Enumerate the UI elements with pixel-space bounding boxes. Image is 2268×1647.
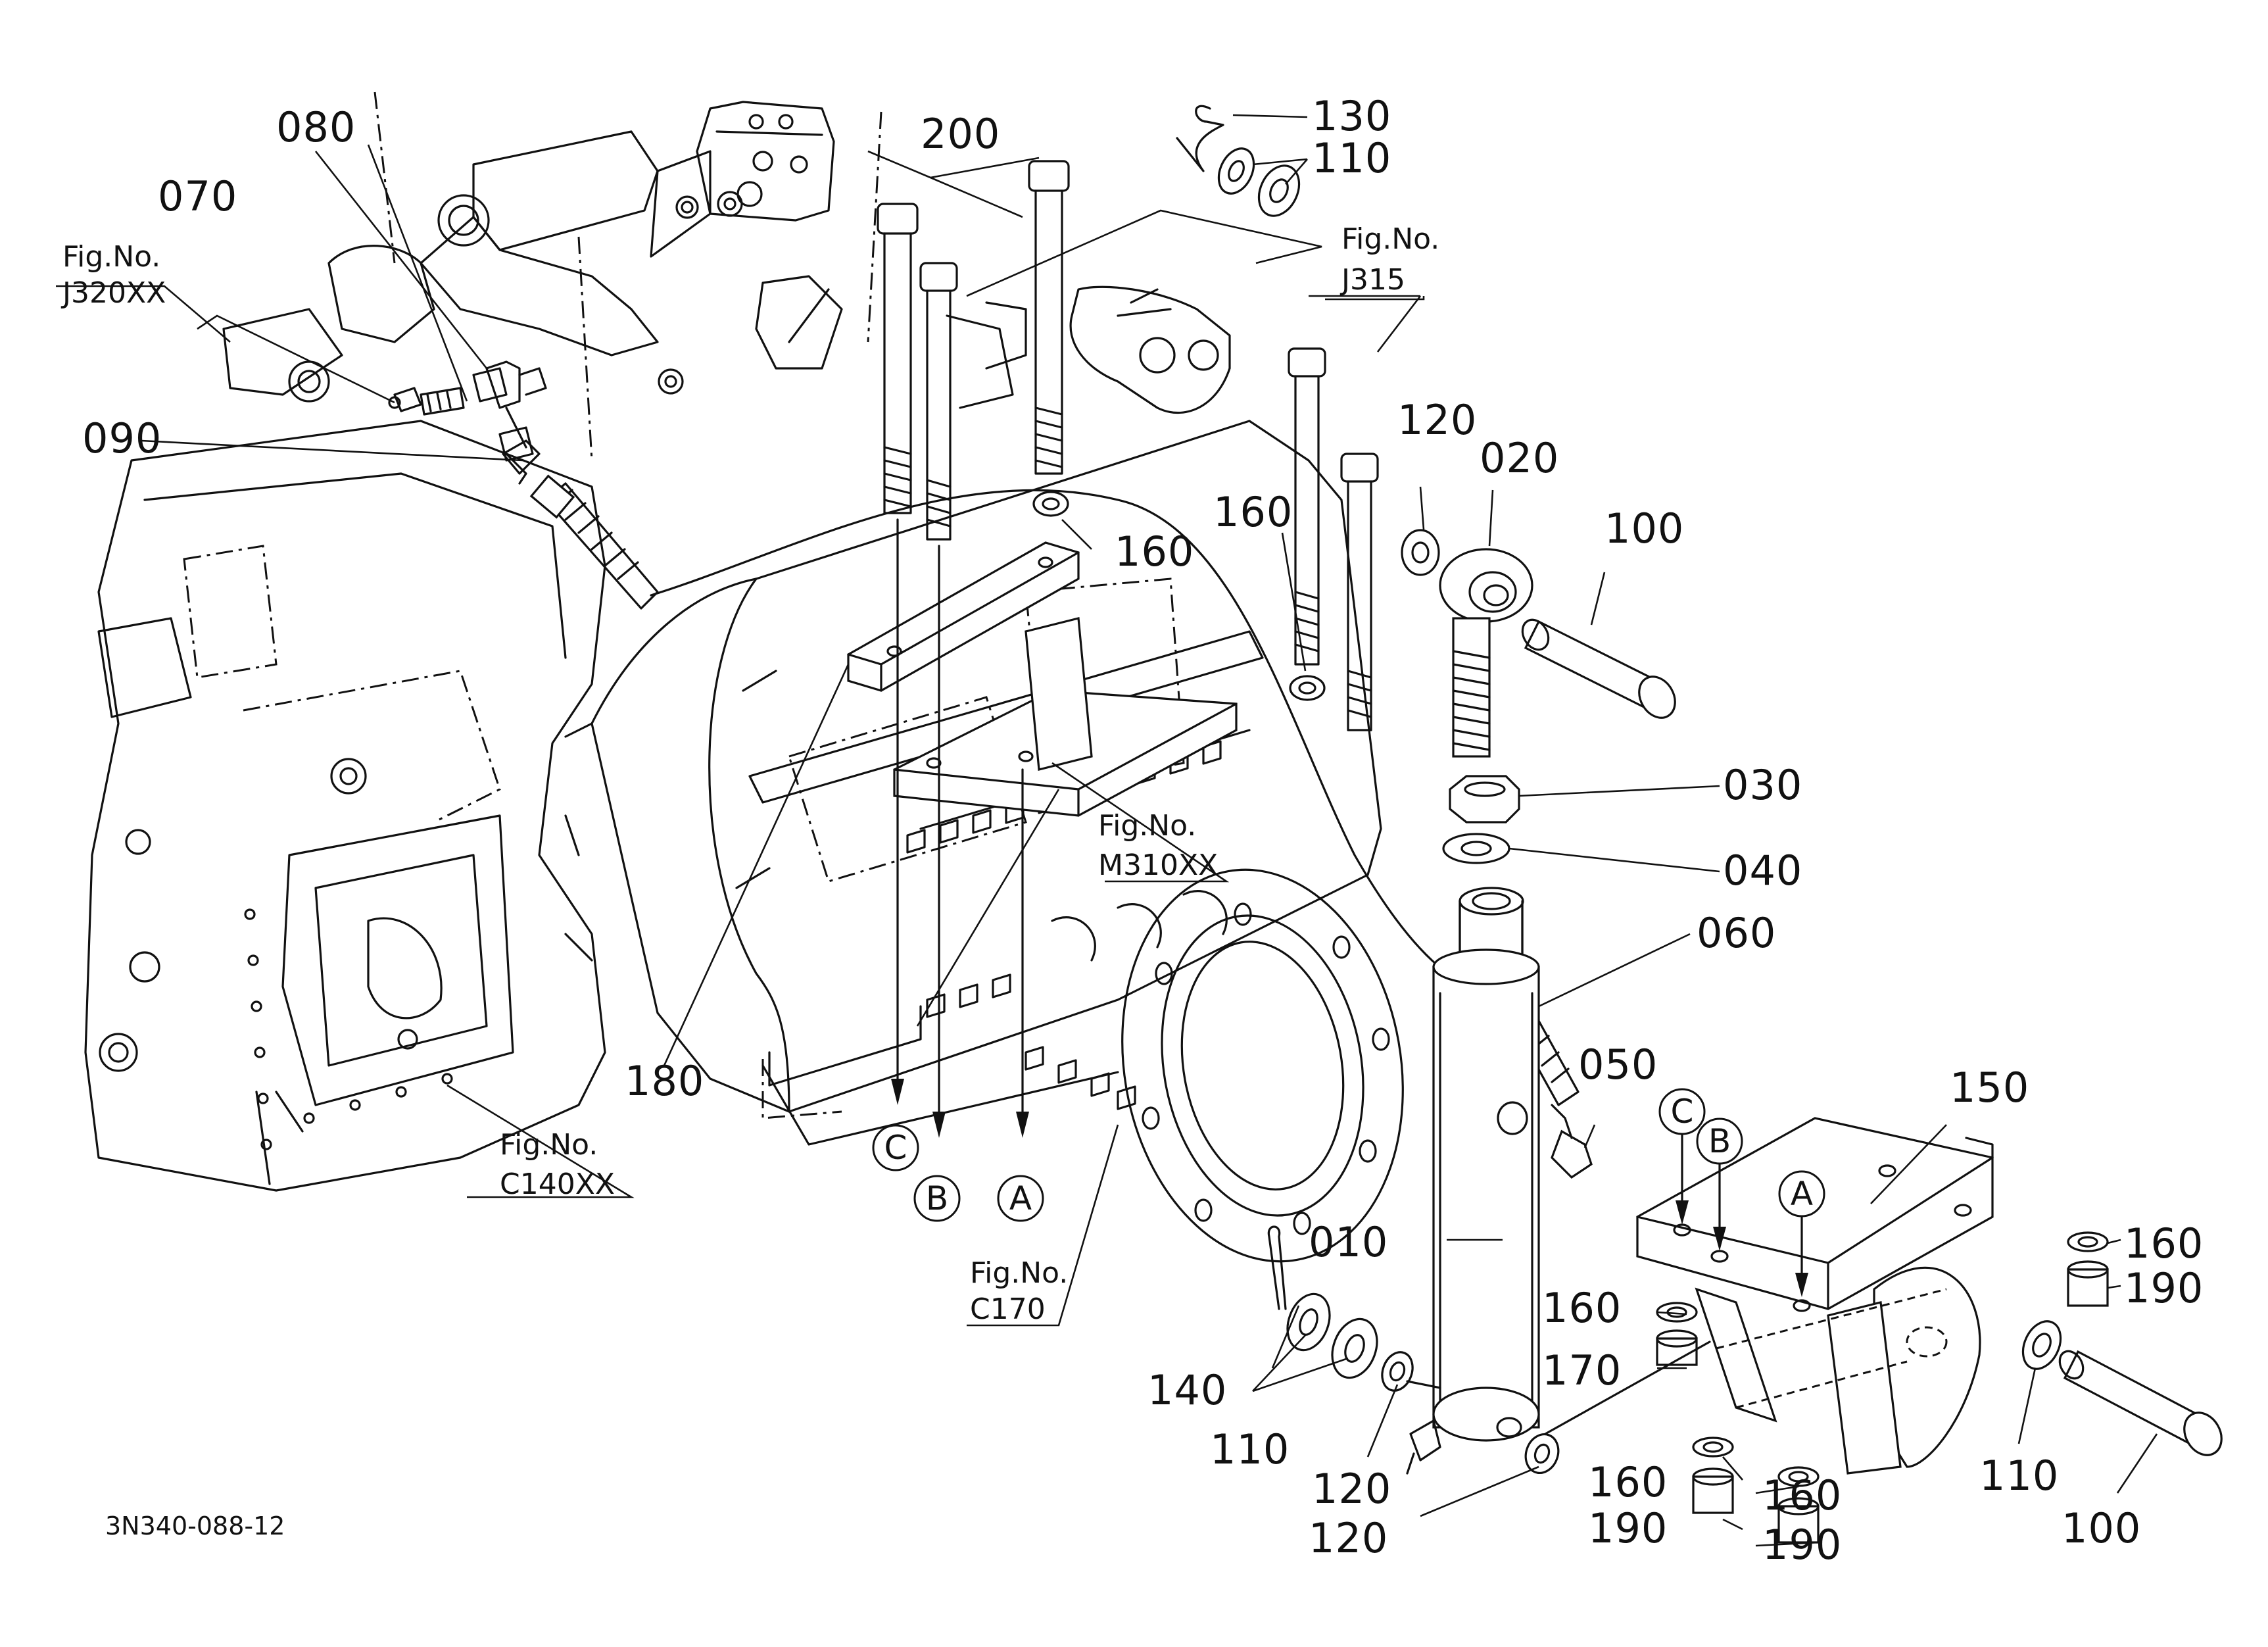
label-160-bottom-right: 160: [1762, 1471, 1842, 1519]
label-130: 130: [1312, 92, 1391, 140]
reference-markers: C B A C B A: [872, 1088, 1825, 1222]
svg-text:B: B: [926, 1179, 948, 1217]
snap-pin-130: [1176, 105, 1224, 172]
label-190-bottom-left: 190: [1588, 1504, 1668, 1552]
label-090: 090: [82, 414, 162, 462]
axle-flange-holes: [1142, 902, 1390, 1235]
cotter-pin-140: [1267, 1225, 1287, 1310]
label-020: 020: [1480, 434, 1559, 482]
label-160-bottom-left: 160: [1588, 1458, 1668, 1506]
label-200: 200: [921, 110, 1000, 158]
washer-120-mid: [1381, 1351, 1414, 1392]
figref-c140xx-line1: Fig.No.: [500, 1128, 598, 1162]
label-120-lower: 120: [1309, 1514, 1388, 1562]
drawing-code: 3N340-088-12: [105, 1512, 285, 1540]
washer-160-mid: [1289, 675, 1326, 701]
marker-right-a: [1778, 1170, 1825, 1217]
label-010: 010: [1309, 1218, 1388, 1266]
figref-j315-line2: J315: [1339, 263, 1405, 297]
flange-bolt-holes: [244, 908, 453, 1150]
svg-text:C: C: [884, 1129, 907, 1167]
figure-ref-lines: [56, 285, 1425, 1327]
marker-left-a: [997, 1175, 1044, 1222]
label-180: 180: [625, 1057, 704, 1105]
marker-left-b: [913, 1175, 961, 1222]
nut-030: [1449, 775, 1520, 823]
washers-110-top: [1217, 147, 1301, 217]
grease-fitting-050: [1551, 1104, 1593, 1179]
figref-c170-line2: C170: [970, 1292, 1046, 1326]
pin-axis-lines: [1406, 1340, 1711, 1435]
figref-m310xx-line2: M310XX: [1098, 848, 1218, 882]
label-160-side: 160: [1213, 488, 1293, 536]
drop-lines-left: [891, 518, 1029, 1138]
figref-m310xx-line1: Fig.No.: [1098, 809, 1196, 843]
label-160-right-top: 160: [2124, 1219, 2204, 1267]
bracket-130-110: [966, 209, 1322, 297]
cylinder-010: [1406, 887, 1540, 1475]
figref-j320xx-line2: J320XX: [60, 276, 166, 310]
label-110-left: 110: [1210, 1425, 1290, 1473]
label-030: 030: [1723, 761, 1802, 809]
marker-left-c: [872, 1124, 919, 1171]
label-070: 070: [158, 172, 237, 220]
washer-040: [1442, 833, 1510, 864]
figure-references: Fig.No. J320XX Fig.No. J315 Fig.No. M310…: [60, 222, 1439, 1326]
bolts-160-side: [1288, 347, 1379, 731]
bolts-200: [877, 160, 1070, 541]
washers-110-left: [1286, 1292, 1378, 1379]
label-190-right: 190: [2124, 1264, 2204, 1312]
label-160-bolt: 160: [1115, 528, 1194, 576]
figref-j320xx-line1: Fig.No.: [62, 240, 160, 274]
label-140: 140: [1147, 1366, 1227, 1414]
pin-100-upper: [1521, 618, 1676, 719]
washer-120-upper: [1401, 529, 1440, 576]
svg-text:C: C: [1671, 1093, 1694, 1131]
svg-text:A: A: [1791, 1175, 1813, 1213]
label-120-upper: 120: [1397, 396, 1477, 444]
washer-120-lower: [1524, 1433, 1560, 1474]
bracket-fasteners: [1656, 1231, 2109, 1544]
washer-160-top: [1032, 491, 1069, 517]
plate-180: [847, 541, 1238, 817]
label-120-mid: 120: [1312, 1465, 1391, 1513]
label-170: 170: [1542, 1346, 1622, 1394]
pin-100-lower: [2021, 1320, 2223, 1456]
label-050: 050: [1578, 1041, 1658, 1089]
label-100-upper: 100: [1604, 504, 1684, 553]
label-190-bottom-right: 190: [1762, 1521, 1842, 1569]
figref-j315-line1: Fig.No.: [1341, 222, 1439, 256]
marker-right-c: [1658, 1088, 1706, 1135]
leader-lines: [141, 114, 2158, 1547]
label-150: 150: [1950, 1064, 2029, 1112]
figref-c140xx-line2: C140XX: [500, 1168, 615, 1201]
label-110-top: 110: [1312, 134, 1391, 182]
rod-end-020: [1439, 548, 1533, 758]
svg-text:A: A: [1009, 1179, 1032, 1217]
label-040: 040: [1723, 847, 1802, 895]
drop-lines-right: [1676, 1133, 1808, 1297]
svg-text:B: B: [1708, 1122, 1731, 1160]
label-100-lower: 100: [2062, 1504, 2141, 1552]
label-110-right: 110: [1979, 1452, 2059, 1500]
label-160-left: 160: [1542, 1284, 1622, 1332]
label-060: 060: [1697, 909, 1776, 957]
figref-c170-line1: Fig.No.: [970, 1256, 1068, 1290]
label-080: 080: [276, 103, 356, 151]
transmission-housing: [84, 91, 1404, 1263]
hydraulic-hose: [502, 439, 1580, 1106]
bracket-150: [1636, 1117, 1994, 1475]
marker-right-b: [1696, 1118, 1743, 1165]
part-labels: 080 070 090 200 130 110 120 020 100 160 …: [82, 92, 2204, 1569]
